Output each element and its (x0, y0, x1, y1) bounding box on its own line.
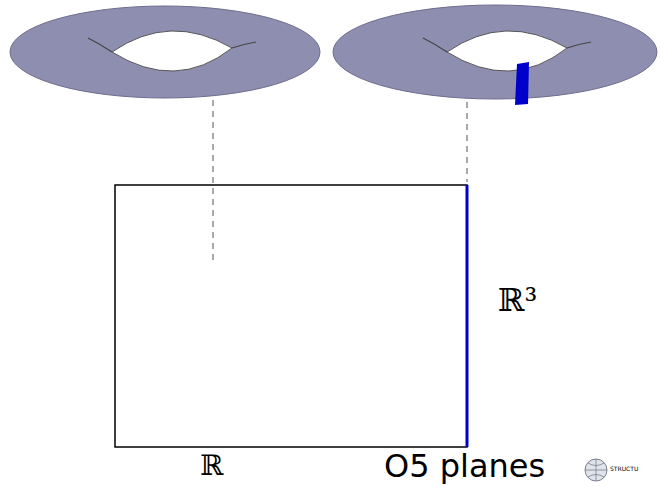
axis-label: ℝ³ (498, 284, 537, 316)
axis-label: ℝ (200, 452, 223, 480)
logo-lines (585, 459, 607, 481)
torus-hole (447, 31, 567, 71)
torus-ridge (423, 38, 591, 52)
o5-plane-band (515, 62, 529, 105)
logo-globe (585, 459, 607, 481)
dashed-leader (213, 100, 214, 262)
torus (10, 6, 320, 98)
torus-body (10, 6, 320, 98)
torus (333, 5, 657, 105)
o5-plane-edge (466, 185, 469, 447)
dashed-leader (467, 102, 468, 182)
torus-ridge (88, 38, 256, 52)
base-space (115, 185, 467, 447)
torus-body (333, 5, 657, 99)
torus-hole (112, 31, 232, 71)
logo-text: STRUCTU (610, 466, 638, 472)
logo (585, 459, 607, 481)
caption-text: O5 planes (384, 450, 545, 482)
